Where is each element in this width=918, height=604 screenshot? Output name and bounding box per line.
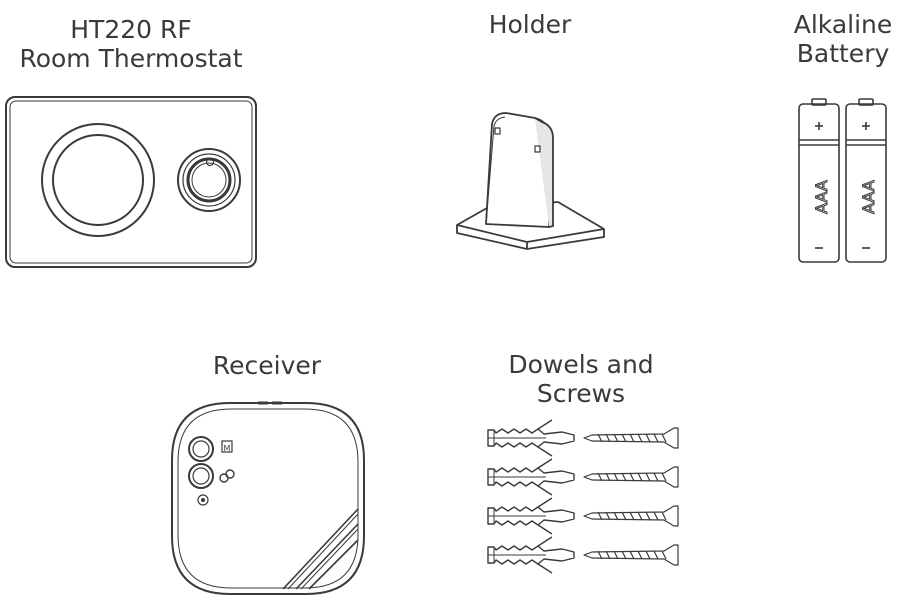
thermostat-title-line1: HT220 RF bbox=[70, 15, 192, 44]
receiver-title-line1: Receiver bbox=[212, 351, 322, 380]
battery-icon: AAA AAA bbox=[796, 98, 888, 266]
thermostat-icon bbox=[0, 90, 262, 272]
battery-title: Alkaline Battery bbox=[768, 10, 918, 68]
holder-title-line1: Holder bbox=[488, 10, 572, 39]
thermostat-title: HT220 RF Room Thermostat bbox=[0, 15, 262, 73]
dowels-title: Dowels and Screws bbox=[470, 350, 692, 408]
battery-title-line2: Battery bbox=[796, 39, 890, 68]
holder-icon bbox=[450, 105, 615, 255]
battery-2-size-label: AAA bbox=[859, 180, 878, 214]
screw-icon bbox=[583, 427, 679, 566]
battery-1-size-label: AAA bbox=[812, 180, 831, 214]
receiver-icon: M bbox=[165, 395, 370, 600]
dowel-icon bbox=[487, 419, 575, 574]
receiver-mode-label: M bbox=[224, 444, 231, 453]
dowels-title-line2: Screws bbox=[536, 379, 626, 408]
dowels-title-line1: Dowels and bbox=[508, 350, 654, 379]
dowels-screws-icon bbox=[484, 419, 680, 574]
battery-title-line1: Alkaline bbox=[793, 10, 893, 39]
receiver-title: Receiver bbox=[167, 351, 367, 380]
holder-title: Holder bbox=[430, 10, 630, 39]
thermostat-title-line2: Room Thermostat bbox=[19, 44, 243, 73]
